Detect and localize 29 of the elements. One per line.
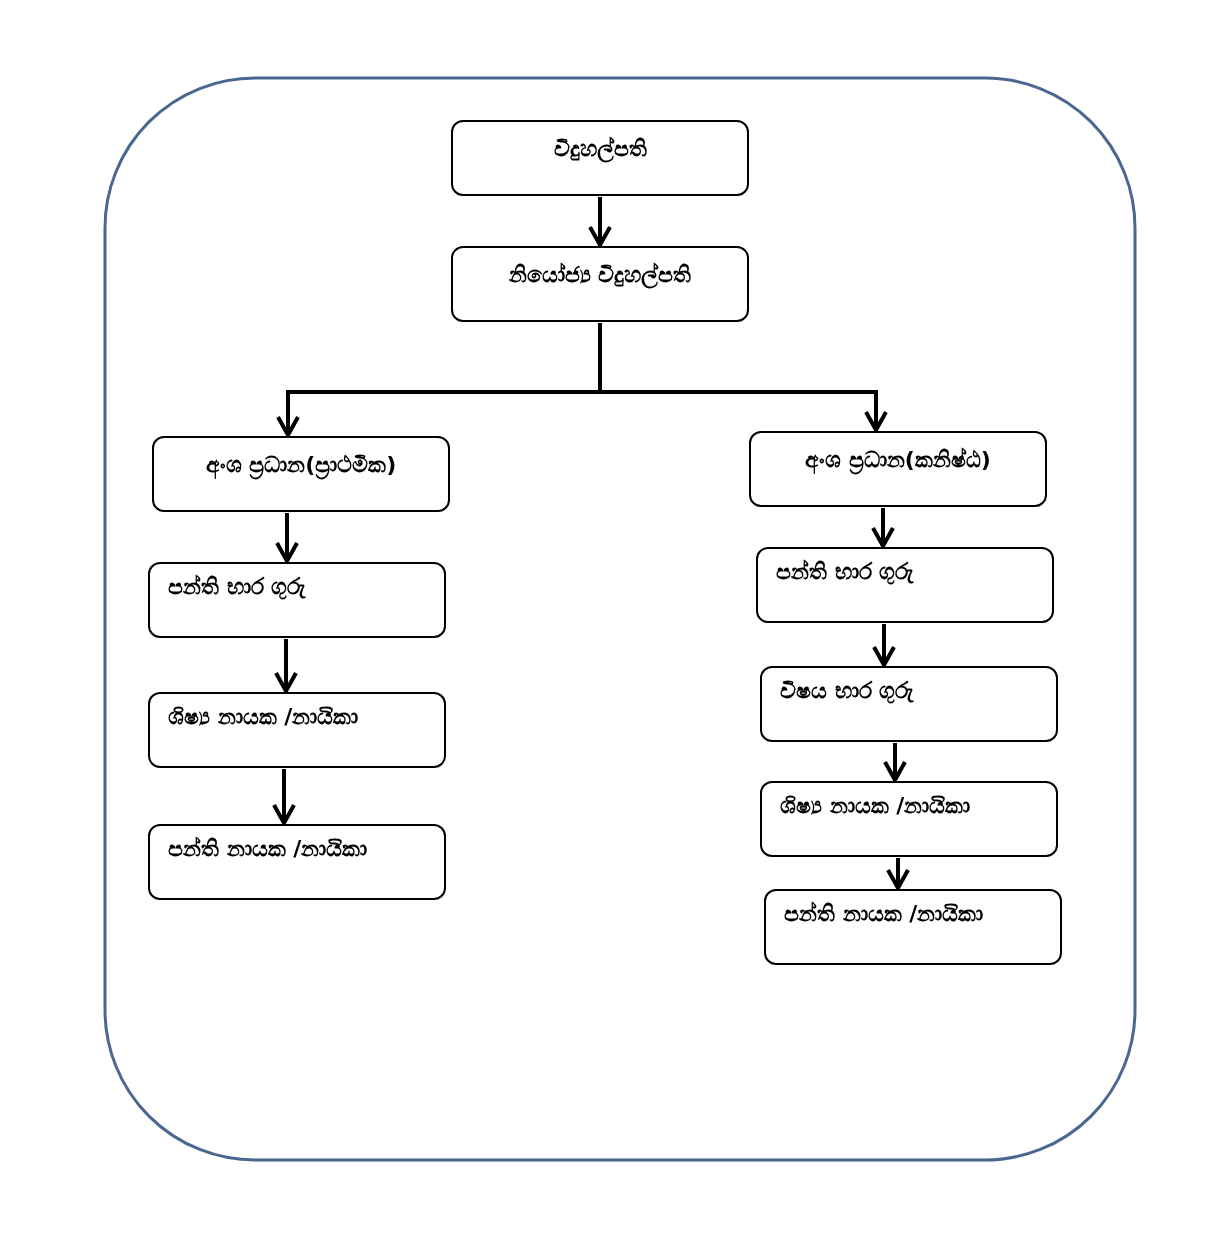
role-box — [451, 120, 749, 196]
role-box — [764, 889, 1062, 965]
arrow — [886, 858, 910, 890]
role-box — [760, 781, 1058, 857]
arrow — [275, 513, 299, 563]
role-box — [148, 692, 446, 768]
role-box — [152, 436, 450, 512]
role-label: විෂය භාර ගුරු — [780, 678, 914, 703]
role-label: විදුහල්පති — [552, 136, 648, 161]
role-label: පන්ති භාර ගුරු — [776, 559, 914, 584]
role-box — [148, 824, 446, 900]
role-box — [451, 246, 749, 322]
arrow — [274, 639, 298, 693]
role-label: ශිෂ්‍ය නායක /නායිකා — [168, 704, 359, 729]
role-box — [148, 562, 446, 638]
role-box — [749, 431, 1047, 507]
role-label: පන්ති නායක /නායිකා — [784, 901, 984, 926]
role-label: පන්ති නායක /නායිකා — [168, 836, 368, 861]
role-label: පන්ති භාර ගුරු — [168, 574, 306, 599]
role-label: ශිෂ්‍ය නායක /නායිකා — [780, 793, 971, 818]
arrow — [272, 769, 296, 825]
role-box — [760, 666, 1058, 742]
arrow — [872, 624, 896, 667]
role-label: නියෝජ්‍ය විදුහල්පති — [507, 262, 693, 287]
arrow — [883, 743, 907, 782]
arrow — [588, 197, 612, 247]
arrow — [598, 323, 888, 432]
role-box — [756, 547, 1054, 623]
arrow — [871, 508, 895, 548]
